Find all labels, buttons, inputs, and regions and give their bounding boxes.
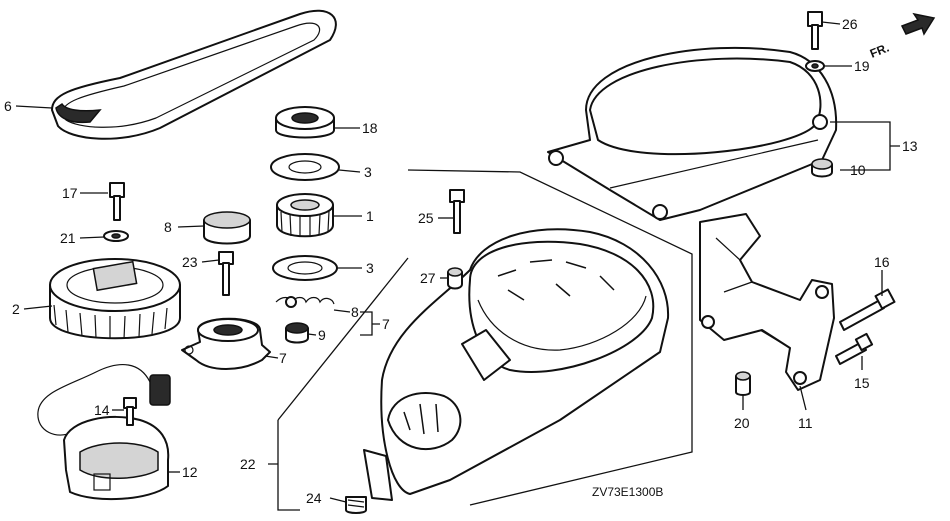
callout-2: 2	[12, 301, 20, 317]
callout-6: 8	[164, 219, 172, 235]
part-spring-24	[345, 496, 367, 514]
part-bolt-15	[835, 332, 874, 365]
callout-14: 14	[94, 402, 110, 418]
callout-18: 18	[362, 120, 378, 136]
part-collar-10	[811, 158, 833, 178]
part-washer-3-upper	[270, 153, 340, 181]
callout-5: 7	[279, 350, 287, 366]
part-bolt-14	[123, 397, 137, 426]
part-bolt-22	[218, 251, 234, 296]
part-bolt-17	[109, 182, 125, 221]
part-starter-housing	[363, 228, 670, 501]
part-washer-3-lower	[272, 255, 338, 281]
part-spring-8	[275, 296, 335, 308]
part-cap	[203, 211, 251, 245]
callout-13: 13	[902, 138, 918, 154]
callout-21: 20	[734, 415, 750, 431]
callout-3-upper: 3	[364, 164, 372, 180]
callout-24: 24	[306, 490, 322, 506]
leader-lines	[15, 21, 900, 511]
part-collar-9	[285, 322, 309, 344]
part-belt	[51, 9, 337, 140]
callout-1: 1	[366, 208, 374, 224]
part-washer-20	[103, 230, 129, 242]
callout-9: 9	[318, 327, 326, 343]
part-bolt-16	[839, 288, 896, 331]
callout-10: 10	[850, 162, 866, 178]
callout-23: 22	[240, 456, 256, 472]
callout-19: 19	[854, 58, 870, 74]
part-washer-19	[805, 60, 825, 72]
callout-7: 7	[382, 316, 390, 332]
callout-17: 17	[62, 185, 78, 201]
part-collar-27	[447, 267, 463, 290]
part-bearing-holder	[181, 317, 271, 370]
callout-8: 8	[351, 304, 359, 320]
part-pin-21	[735, 371, 751, 396]
callout-3-lower: 3	[366, 260, 374, 276]
part-pulley	[49, 258, 181, 340]
part-bolt-26	[807, 11, 823, 50]
part-ignition-coil	[37, 364, 171, 501]
callout-22: 23	[182, 254, 198, 270]
callout-25: 25	[418, 210, 434, 226]
front-direction-arrow-icon	[900, 12, 936, 36]
callout-4: 6	[4, 98, 12, 114]
part-gear-1	[276, 193, 334, 238]
callout-26: 26	[842, 16, 858, 32]
callouts: 6 17 21 2 8 23 7 18 3 1 3 8 9 7 14 12 26…	[4, 16, 918, 506]
callout-15: 15	[854, 375, 870, 391]
callout-16: 16	[874, 254, 890, 270]
part-nut-18	[275, 106, 335, 139]
part-bracket	[699, 213, 835, 391]
callout-12: 12	[182, 464, 198, 480]
callout-20: 21	[60, 230, 76, 246]
part-fan-cover	[547, 46, 838, 221]
direction-label: FR.	[868, 41, 891, 61]
callout-11: 11	[798, 415, 813, 431]
part-bolt-25	[449, 189, 465, 234]
callout-27: 27	[420, 270, 436, 286]
diagram-code: ZV73E1300B	[592, 485, 663, 499]
